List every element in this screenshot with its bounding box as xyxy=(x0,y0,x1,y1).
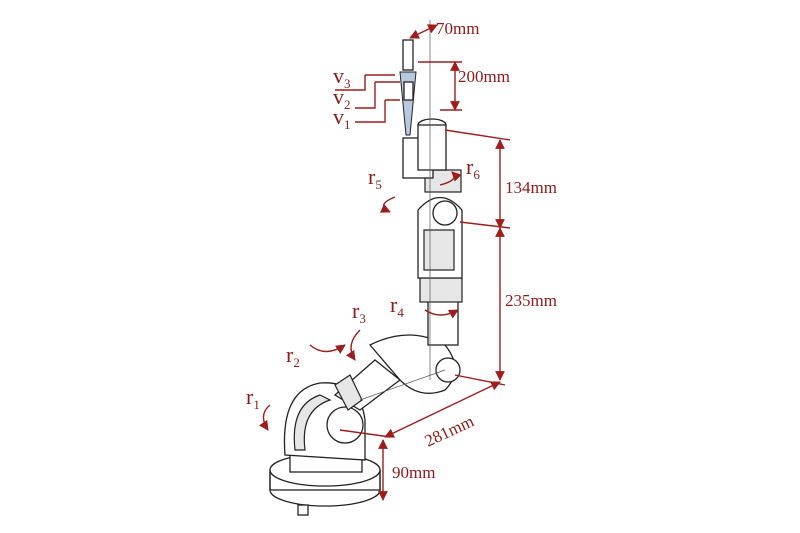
rotation-r2: r2 xyxy=(286,342,300,370)
tool xyxy=(399,20,447,380)
dim-forearm: 235mm xyxy=(505,291,557,310)
rotation-r6: r6 xyxy=(466,154,480,182)
dim-upper-arm: 281mm xyxy=(422,411,477,450)
dim-tool-width: 70mm xyxy=(436,19,479,38)
dim-base: 90mm xyxy=(392,463,435,482)
velocity-v3: v3 xyxy=(333,63,351,91)
velocity-v1: v1 xyxy=(333,104,351,132)
rotation-r5: r5 xyxy=(368,164,382,192)
rotation-r3: r3 xyxy=(352,298,366,326)
dimension-lines xyxy=(259,24,511,501)
upper-arm xyxy=(333,334,461,411)
forearm xyxy=(417,169,463,346)
dim-wrist: 134mm xyxy=(505,178,557,197)
rotation-r1: r1 xyxy=(246,384,260,412)
velocity-v2: v2 xyxy=(333,84,351,112)
dim-tool-length: 200mm xyxy=(458,67,510,86)
rotation-r4: r4 xyxy=(390,292,404,320)
